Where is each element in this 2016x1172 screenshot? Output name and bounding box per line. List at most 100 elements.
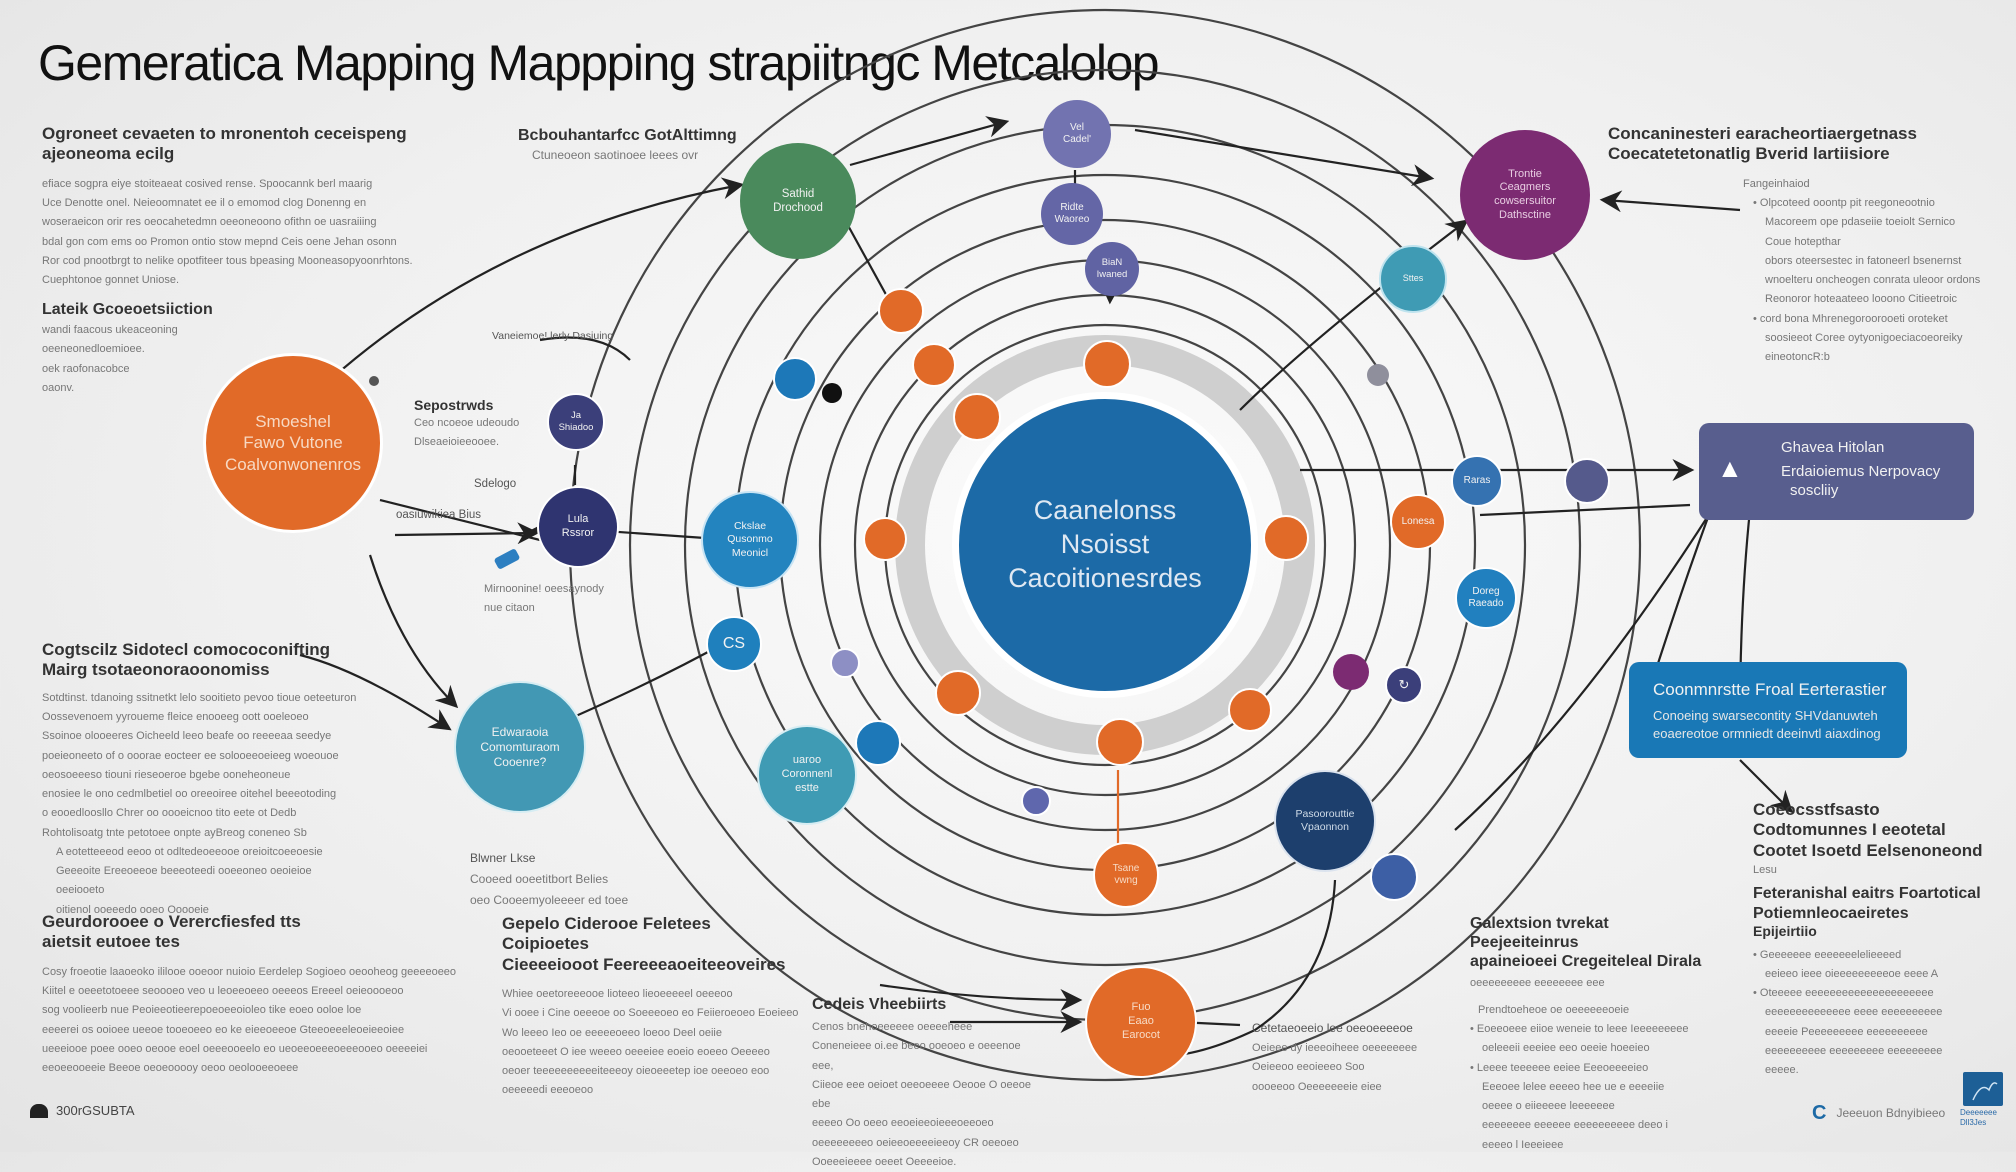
node-label: Lula	[567, 513, 589, 526]
orange-node-left[interactable]: Smoeshel Fawo Vutone Coalvonwonenros	[203, 353, 383, 533]
blue-satellite[interactable]	[773, 357, 817, 401]
orange-satellite[interactable]	[878, 288, 924, 334]
teal-node-bottom-mid[interactable]: uaroo Coronnenl estte	[757, 725, 857, 825]
body-text: efiace sogpra eiye stoiteaeat cosived re…	[42, 177, 373, 190]
navy-satellite[interactable]: ↻	[1385, 666, 1423, 704]
bullet-item: eeeeeeeeee eeeeeeeee eeeeeeeee	[1765, 1044, 1943, 1057]
body-text: oaonv.	[42, 381, 75, 394]
brand-logo-icon	[1963, 1072, 2003, 1106]
blue-node-cs[interactable]: CS	[706, 616, 762, 672]
periwinkle-node-3[interactable]: BiaN Iwaned	[1085, 242, 1139, 296]
label-text: Ceo ncoeoe udeoudo	[414, 416, 520, 429]
purple-satellite[interactable]	[1333, 654, 1369, 690]
node-label: Raras	[1463, 474, 1491, 486]
navy-node-mid[interactable]: Lula Rssror	[537, 486, 619, 568]
body-text: Prendtoeheoe oe oeeeeeeoeie	[1478, 1003, 1630, 1016]
blue-node-mid[interactable]: Ckslae Qusonmo Meonicl	[701, 491, 799, 589]
section-right-mid: Coeocsstfsasto Codtomunnes I eeotetal Co…	[1753, 800, 1993, 1080]
teal-node-small[interactable]: Sttes	[1379, 245, 1447, 313]
node-label: vwng	[1114, 875, 1138, 886]
bullet-item: eeeeeeeeeeeeee eeee eeeeeeeeee	[1765, 1006, 1943, 1019]
center-node[interactable]: Caanelonss Nsoisst Cacoitionesrdes	[952, 392, 1258, 698]
section-heading: Gepelo Ciderooe Feletees Coipioetes	[502, 914, 711, 954]
slate-satellite[interactable]	[1564, 458, 1610, 504]
connector-line	[1479, 503, 1691, 517]
orange-satellite[interactable]	[1096, 718, 1144, 766]
body-text: woseraeicon orir res oeocahetedmn oeeone…	[42, 216, 377, 229]
orange-node-bottom[interactable]: Tsane vwng	[1093, 842, 1159, 908]
blue-node-right-1[interactable]: Raras	[1451, 455, 1503, 507]
blue-node-right-2[interactable]: Doreg Raeado	[1455, 567, 1517, 629]
orange-satellite[interactable]	[912, 343, 956, 387]
bullet-item: Macoreem ope pdaseiie toeiolt Sernico	[1765, 216, 1956, 229]
node-label: Tsane	[1112, 862, 1140, 874]
box-line: eoaereotoe ormniedt deeinvtl aiaxdinog	[1653, 726, 1881, 741]
blue-satellite[interactable]	[1370, 853, 1418, 901]
periwinkle-node-1[interactable]: Vel Cadel'	[1043, 100, 1111, 168]
section-left-construction: Lateik Gcoeoetsiiction wandi faacous uke…	[42, 300, 242, 398]
box-title: Coonmnrstte Froal Eerterastier	[1653, 680, 1887, 699]
body-text: Coneneieee oi.ee beeo ooeoeo e oeeenoe e…	[812, 1040, 1021, 1072]
bullet-item: Reonoror hoteaateeo looono Citieetroic	[1765, 293, 1958, 306]
arrow-line	[1739, 759, 1794, 814]
purple-node[interactable]: Trontie Ceagmers cowsersuitor Dathsctine	[1460, 130, 1590, 260]
blue-info-box[interactable]: Coonmnrstte Froal Eerterastier Conoeing …	[1629, 662, 1907, 758]
orange-satellite[interactable]	[863, 517, 907, 561]
node-label: Ckslae	[733, 520, 767, 533]
section-heading: Feteranishal eaitrs Foartotical	[1753, 885, 1981, 903]
orange-satellite[interactable]	[1228, 688, 1272, 732]
section-heading: Cieeeeiooot Feereeeaoeiteeoveires	[502, 954, 786, 974]
body-text: Ooeeeieeee oeeet Oeeeeioe.	[812, 1155, 957, 1168]
section-heading: Coeocsstfsasto	[1753, 800, 1880, 819]
node-label: cowsersuitor	[1494, 195, 1556, 207]
orange-satellite[interactable]	[953, 393, 1001, 441]
section-bottom-center-2: Cedeis Vheebiirts Cenos bnehoeeeeee oeee…	[812, 995, 1042, 1172]
arrow-line	[1134, 128, 1435, 187]
node-label: Fawo Vutone	[243, 433, 343, 453]
dark-navy-node[interactable]: Pasoorouttie Vpaonnon	[1274, 770, 1376, 872]
arrow-line	[849, 116, 1010, 167]
caption-text: oooeeoo Oeeeeeeeie eiee	[1252, 1080, 1382, 1093]
node-label: Doreg	[1472, 585, 1500, 597]
caption-text: Cooeed ooeetitbort Belies	[470, 872, 609, 886]
node-label: Lonesa	[1401, 515, 1435, 527]
body-text: oeeeeeeeeo oeieeoeeeeieeoy CR oeeoeo	[812, 1136, 1019, 1149]
body-text: ueeeiooe poee ooeo oeooe eoel oeeeooeelo…	[42, 1042, 428, 1055]
dot-marker	[822, 383, 842, 403]
lavender-satellite[interactable]	[830, 648, 860, 678]
node-label: Meonicl	[731, 546, 769, 559]
node-label: Coalvonwonenros	[224, 454, 362, 474]
navy-node-small[interactable]: Ja Shiadoo	[547, 393, 605, 451]
connector-line	[539, 336, 631, 361]
orange-satellite[interactable]	[935, 670, 981, 716]
center-node-line: Nsoisst	[1060, 529, 1150, 560]
node-label: Dathsctine	[1499, 208, 1551, 221]
body-text: Fangeinhaiod	[1743, 177, 1810, 190]
orange-satellite[interactable]	[1263, 515, 1309, 561]
arrow-line	[368, 554, 459, 709]
bullet-item: • Eoeeoeee eiioe weneie to leee Ieeeeeee…	[1470, 1023, 1689, 1036]
periwinkle-node-2[interactable]: Ridte Waoreo	[1041, 183, 1103, 245]
caption-heading: Blwner Lkse	[470, 851, 536, 865]
violet-satellite[interactable]	[1021, 786, 1051, 816]
orange-node-right[interactable]: Lonesa	[1390, 494, 1446, 550]
section-heading: Concaninesteri earacheortiaergetnass	[1608, 124, 1917, 143]
caption-text: oeo Cooeemyoleeeer ed toee	[470, 893, 629, 907]
orange-satellite[interactable]	[1083, 340, 1131, 388]
orange-node-bottom-2[interactable]: Fuo Eaao Earocot	[1085, 966, 1197, 1078]
label-midn: Mirnoonine! oeesaynody nue citaon	[484, 580, 604, 619]
label-text: Mirnoonine! oeesaynody	[484, 583, 604, 595]
section-heading: Epijeirtiio	[1753, 922, 1817, 939]
body-text: Sotdtinst. tdanoing ssitnetkt lelo sooit…	[42, 691, 357, 704]
teal-node-bottom[interactable]: Edwaraoia Comomturaom Cooenre?	[454, 681, 586, 813]
green-node[interactable]: Sathid Drochood	[740, 143, 856, 259]
blue-satellite[interactable]	[855, 720, 901, 766]
logo-caption-line: Deeeeeee	[1960, 1108, 1997, 1117]
node-label: Pasoorouttie	[1295, 807, 1355, 820]
node-label: Sathid	[781, 187, 815, 200]
box-title: Ghavea Hitolan	[1781, 439, 1885, 456]
body-text: eeeerei os ooioee ueeoe tooeoeeo eo ke e…	[42, 1023, 405, 1036]
body-text: Ciieoe eee oeioet oeeoeeee Oeooe O oeeoe…	[812, 1078, 1031, 1111]
slate-info-box[interactable]: ▲ Ghavea Hitolan Erdaioiemus Nerpovacy s…	[1699, 423, 1974, 520]
body-text: eeeeo Oo oeeo eeoeieeoieeeoeeoeo	[812, 1117, 994, 1130]
